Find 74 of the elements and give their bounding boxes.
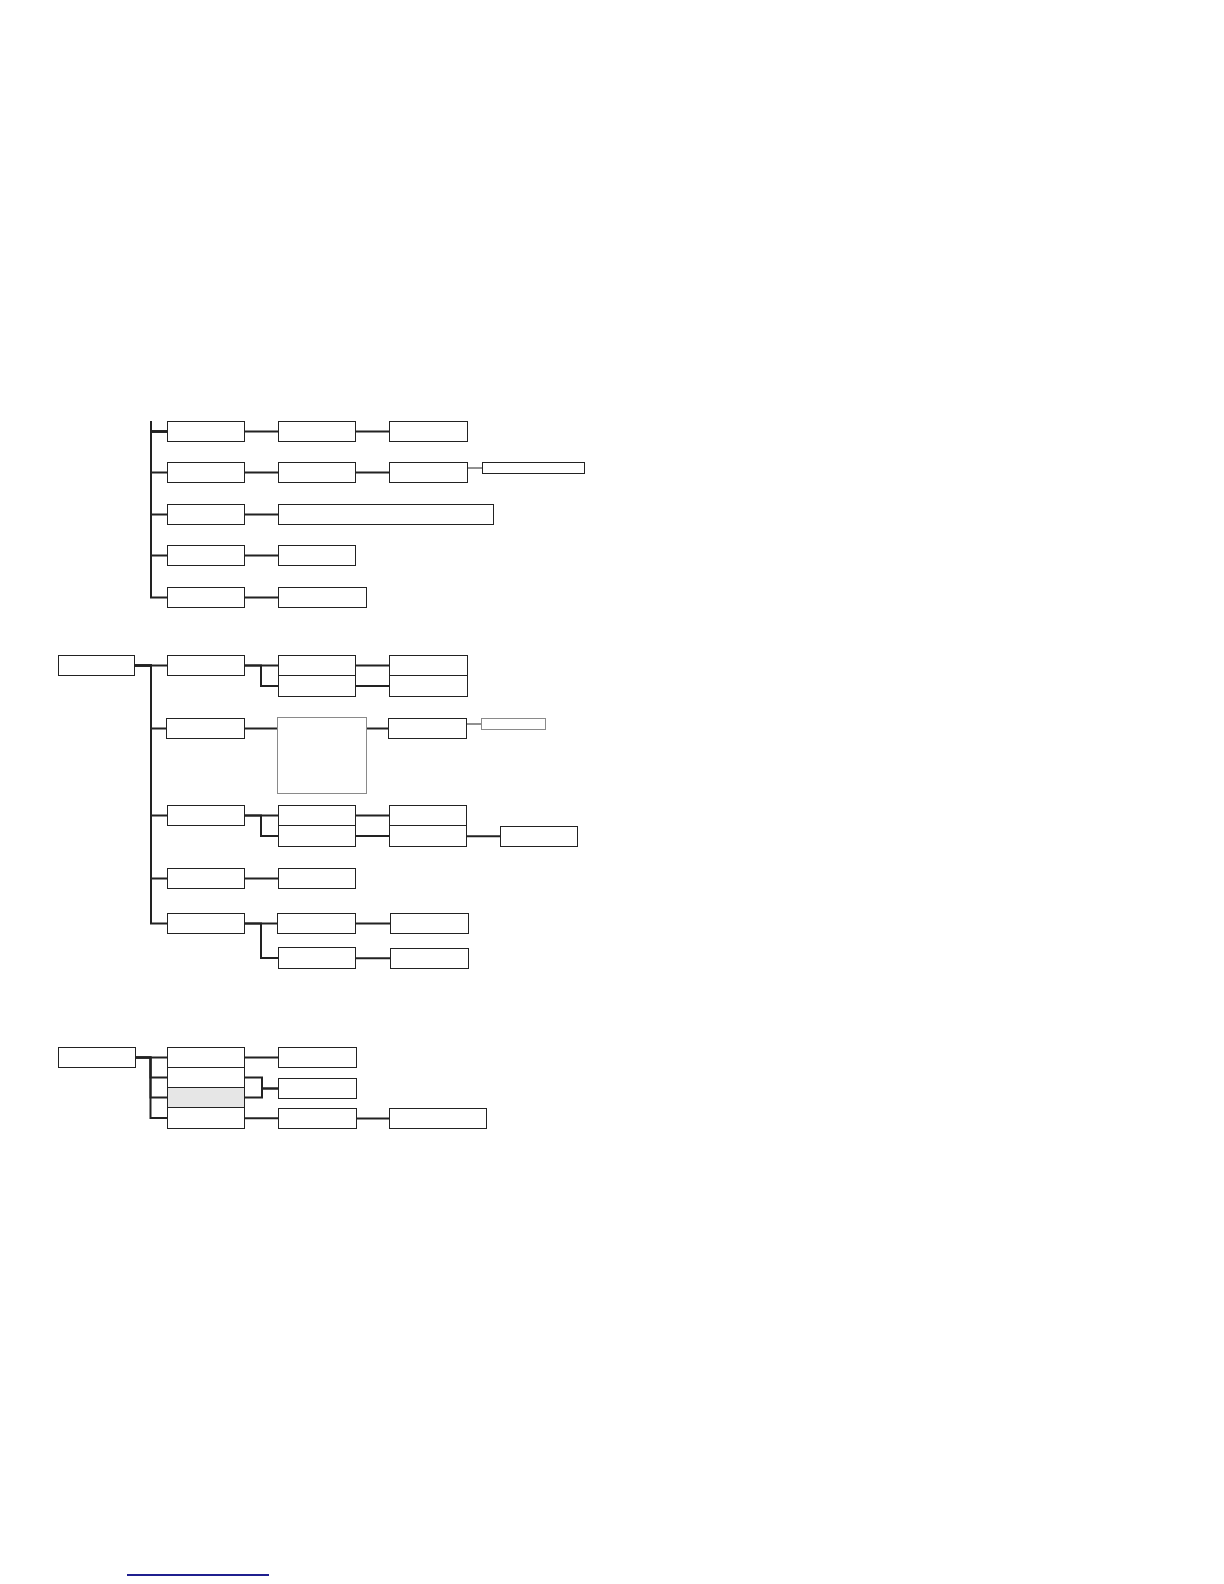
blank-box <box>278 545 356 566</box>
connector-line <box>244 1117 279 1120</box>
blank-box <box>389 675 468 697</box>
blank-box <box>167 868 245 889</box>
blank-box <box>278 1047 357 1068</box>
blank-box <box>167 1047 245 1068</box>
blank-box <box>167 805 245 826</box>
leader-line <box>467 467 483 469</box>
blank-box <box>167 1067 245 1088</box>
highlighted-box <box>167 1087 245 1108</box>
connector-line <box>135 1056 168 1119</box>
blank-box <box>58 655 135 676</box>
blank-box <box>389 462 468 483</box>
connector-line <box>244 430 279 433</box>
connector-line <box>355 922 391 925</box>
blank-box <box>390 913 469 934</box>
blank-box <box>167 421 245 442</box>
connector-line <box>244 513 279 516</box>
blank-box <box>167 1107 245 1129</box>
blank-box <box>500 826 578 847</box>
connector-line <box>355 471 390 474</box>
blank-box <box>167 655 245 676</box>
connector-line <box>244 596 279 599</box>
connector-line <box>244 1056 279 1059</box>
blank-box <box>389 1108 487 1129</box>
blank-box <box>389 421 468 442</box>
blank-box <box>277 717 367 794</box>
blank-box <box>167 545 245 566</box>
blank-box <box>278 1078 357 1099</box>
connector-line <box>244 664 279 687</box>
connector-line <box>244 1087 279 1099</box>
connector-line <box>244 922 279 959</box>
blank-box <box>167 462 245 483</box>
blank-box <box>278 947 356 969</box>
leader-line <box>466 723 482 725</box>
connector-line <box>355 685 390 687</box>
blank-box <box>167 587 245 608</box>
blank-box <box>278 504 494 525</box>
blank-box <box>278 587 367 608</box>
connector-line <box>150 430 168 599</box>
connector-line <box>366 727 389 730</box>
blank-box <box>166 718 245 739</box>
blank-box <box>278 805 356 826</box>
connector-line <box>244 554 279 557</box>
callout-box <box>482 462 585 474</box>
blank-box <box>388 718 467 739</box>
connector-line <box>134 664 168 925</box>
blank-box <box>277 913 356 934</box>
blank-box <box>390 948 469 969</box>
blank-box <box>389 655 468 676</box>
connector-line <box>244 727 278 730</box>
blank-box <box>278 868 356 889</box>
callout-box <box>481 718 546 730</box>
connector-line <box>355 835 390 837</box>
connector-line <box>466 835 501 838</box>
connector-line <box>356 1117 390 1120</box>
blank-box <box>278 421 356 442</box>
blank-box <box>167 504 245 525</box>
blank-box <box>278 462 356 483</box>
connector-line <box>355 664 390 667</box>
blank-box <box>389 805 467 826</box>
blank-box <box>278 1108 357 1129</box>
blank-box <box>278 655 356 676</box>
connector-line <box>244 471 279 474</box>
connector-line <box>355 957 391 960</box>
connector-line <box>355 430 390 433</box>
blank-box <box>58 1047 136 1068</box>
blank-box <box>167 913 245 934</box>
blank-box <box>278 675 356 697</box>
connector-line <box>355 814 390 817</box>
connector-line <box>244 877 279 880</box>
blank-box <box>389 825 467 847</box>
blank-box <box>278 825 356 847</box>
connector-line <box>244 814 279 837</box>
